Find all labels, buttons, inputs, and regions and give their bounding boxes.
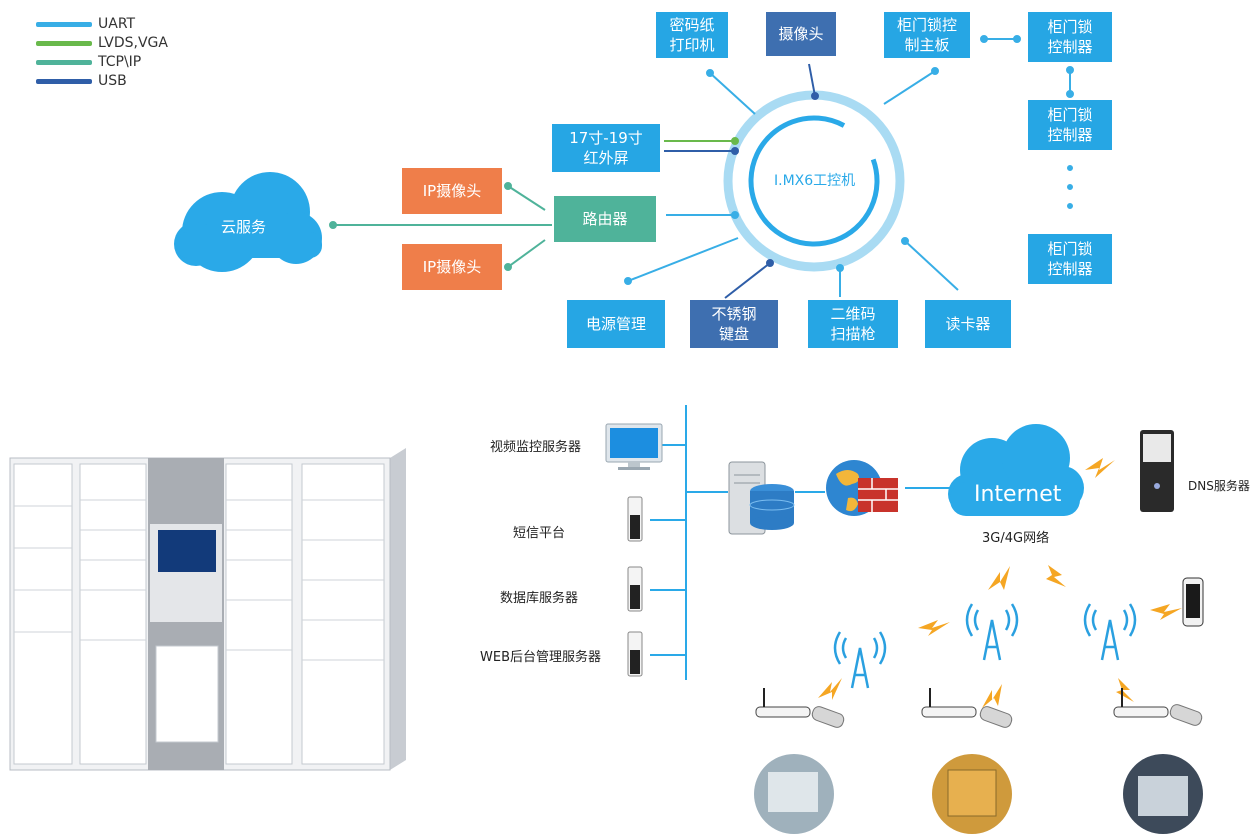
server-label-database: 数据库服务器 — [500, 591, 579, 606]
cloud-service-label: 云服务 — [221, 218, 267, 236]
internet-label: Internet — [974, 482, 1062, 507]
lightning-icons — [818, 458, 1182, 708]
monitor-icon — [605, 423, 663, 470]
legend-swatch-tcpip — [36, 59, 92, 65]
legend-label: USB — [98, 73, 127, 89]
hub-inner-ring — [748, 115, 880, 247]
qr-scanner-node: 二维码 扫描枪 — [808, 300, 898, 348]
legend-item-lvds: LVDS,VGA — [36, 35, 168, 51]
lock-controller-node-2: 柜门锁 控制器 — [1028, 100, 1112, 150]
lock-controller-node-1: 柜门锁 控制器 — [1028, 12, 1112, 62]
server-label-web: WEB后台管理服务器 — [480, 650, 601, 665]
lock-board-node: 柜门锁控 制主板 — [884, 12, 970, 58]
lvds-line — [664, 137, 739, 145]
legend-swatch-uart — [36, 21, 92, 27]
tcpip-lines — [329, 182, 552, 271]
locker-location-photos — [754, 754, 1203, 834]
wifi-router-icon — [755, 688, 1169, 718]
keyboard-node: 不锈钢 键盘 — [690, 300, 778, 348]
cctv-camera-icon — [811, 704, 1203, 728]
server-label-sms: 短信平台 — [513, 526, 566, 541]
card-reader-node: 读卡器 — [925, 300, 1011, 348]
cloud-icon — [174, 172, 322, 272]
ip-camera-node-1: IP摄像头 — [402, 168, 502, 214]
camera-node: 摄像头 — [766, 12, 836, 56]
usb-spokes — [664, 63, 819, 299]
lock-controller-node-3: 柜门锁 控制器 — [1028, 234, 1112, 284]
dns-label: DNS服务器 — [1188, 479, 1250, 493]
network-label: 3G/4G网络 — [982, 531, 1050, 546]
locker-cabinet-icon — [9, 448, 406, 771]
dns-server-icon — [1140, 430, 1174, 512]
uart-spokes — [624, 35, 1074, 297]
hub-label: I.MX6工控机 — [774, 173, 856, 189]
tower-server-icon — [627, 496, 643, 677]
ip-camera-node-2: IP摄像头 — [402, 244, 502, 290]
legend-label: UART — [98, 16, 136, 32]
cell-tower-icon — [833, 603, 1137, 689]
legend-swatch-lvds — [36, 40, 92, 46]
legend-swatch-usb — [36, 78, 92, 84]
legend-label: LVDS,VGA — [98, 35, 168, 51]
database-server-icon — [728, 461, 795, 535]
legend-item-usb: USB — [36, 73, 127, 89]
internet-cloud-icon — [948, 424, 1084, 516]
server-label-video: 视频监控服务器 — [490, 440, 582, 455]
power-node: 电源管理 — [567, 300, 665, 348]
legend-item-uart: UART — [36, 16, 135, 32]
legend-item-tcpip: TCP\IP — [36, 54, 141, 70]
router-node: 路由器 — [554, 196, 656, 242]
smartphone-icon — [1182, 577, 1204, 627]
screen-node: 17寸-19寸 红外屏 — [552, 124, 660, 172]
printer-node: 密码纸 打印机 — [656, 12, 728, 58]
legend-label: TCP\IP — [98, 54, 142, 70]
firewall-globe-icon — [826, 460, 898, 516]
